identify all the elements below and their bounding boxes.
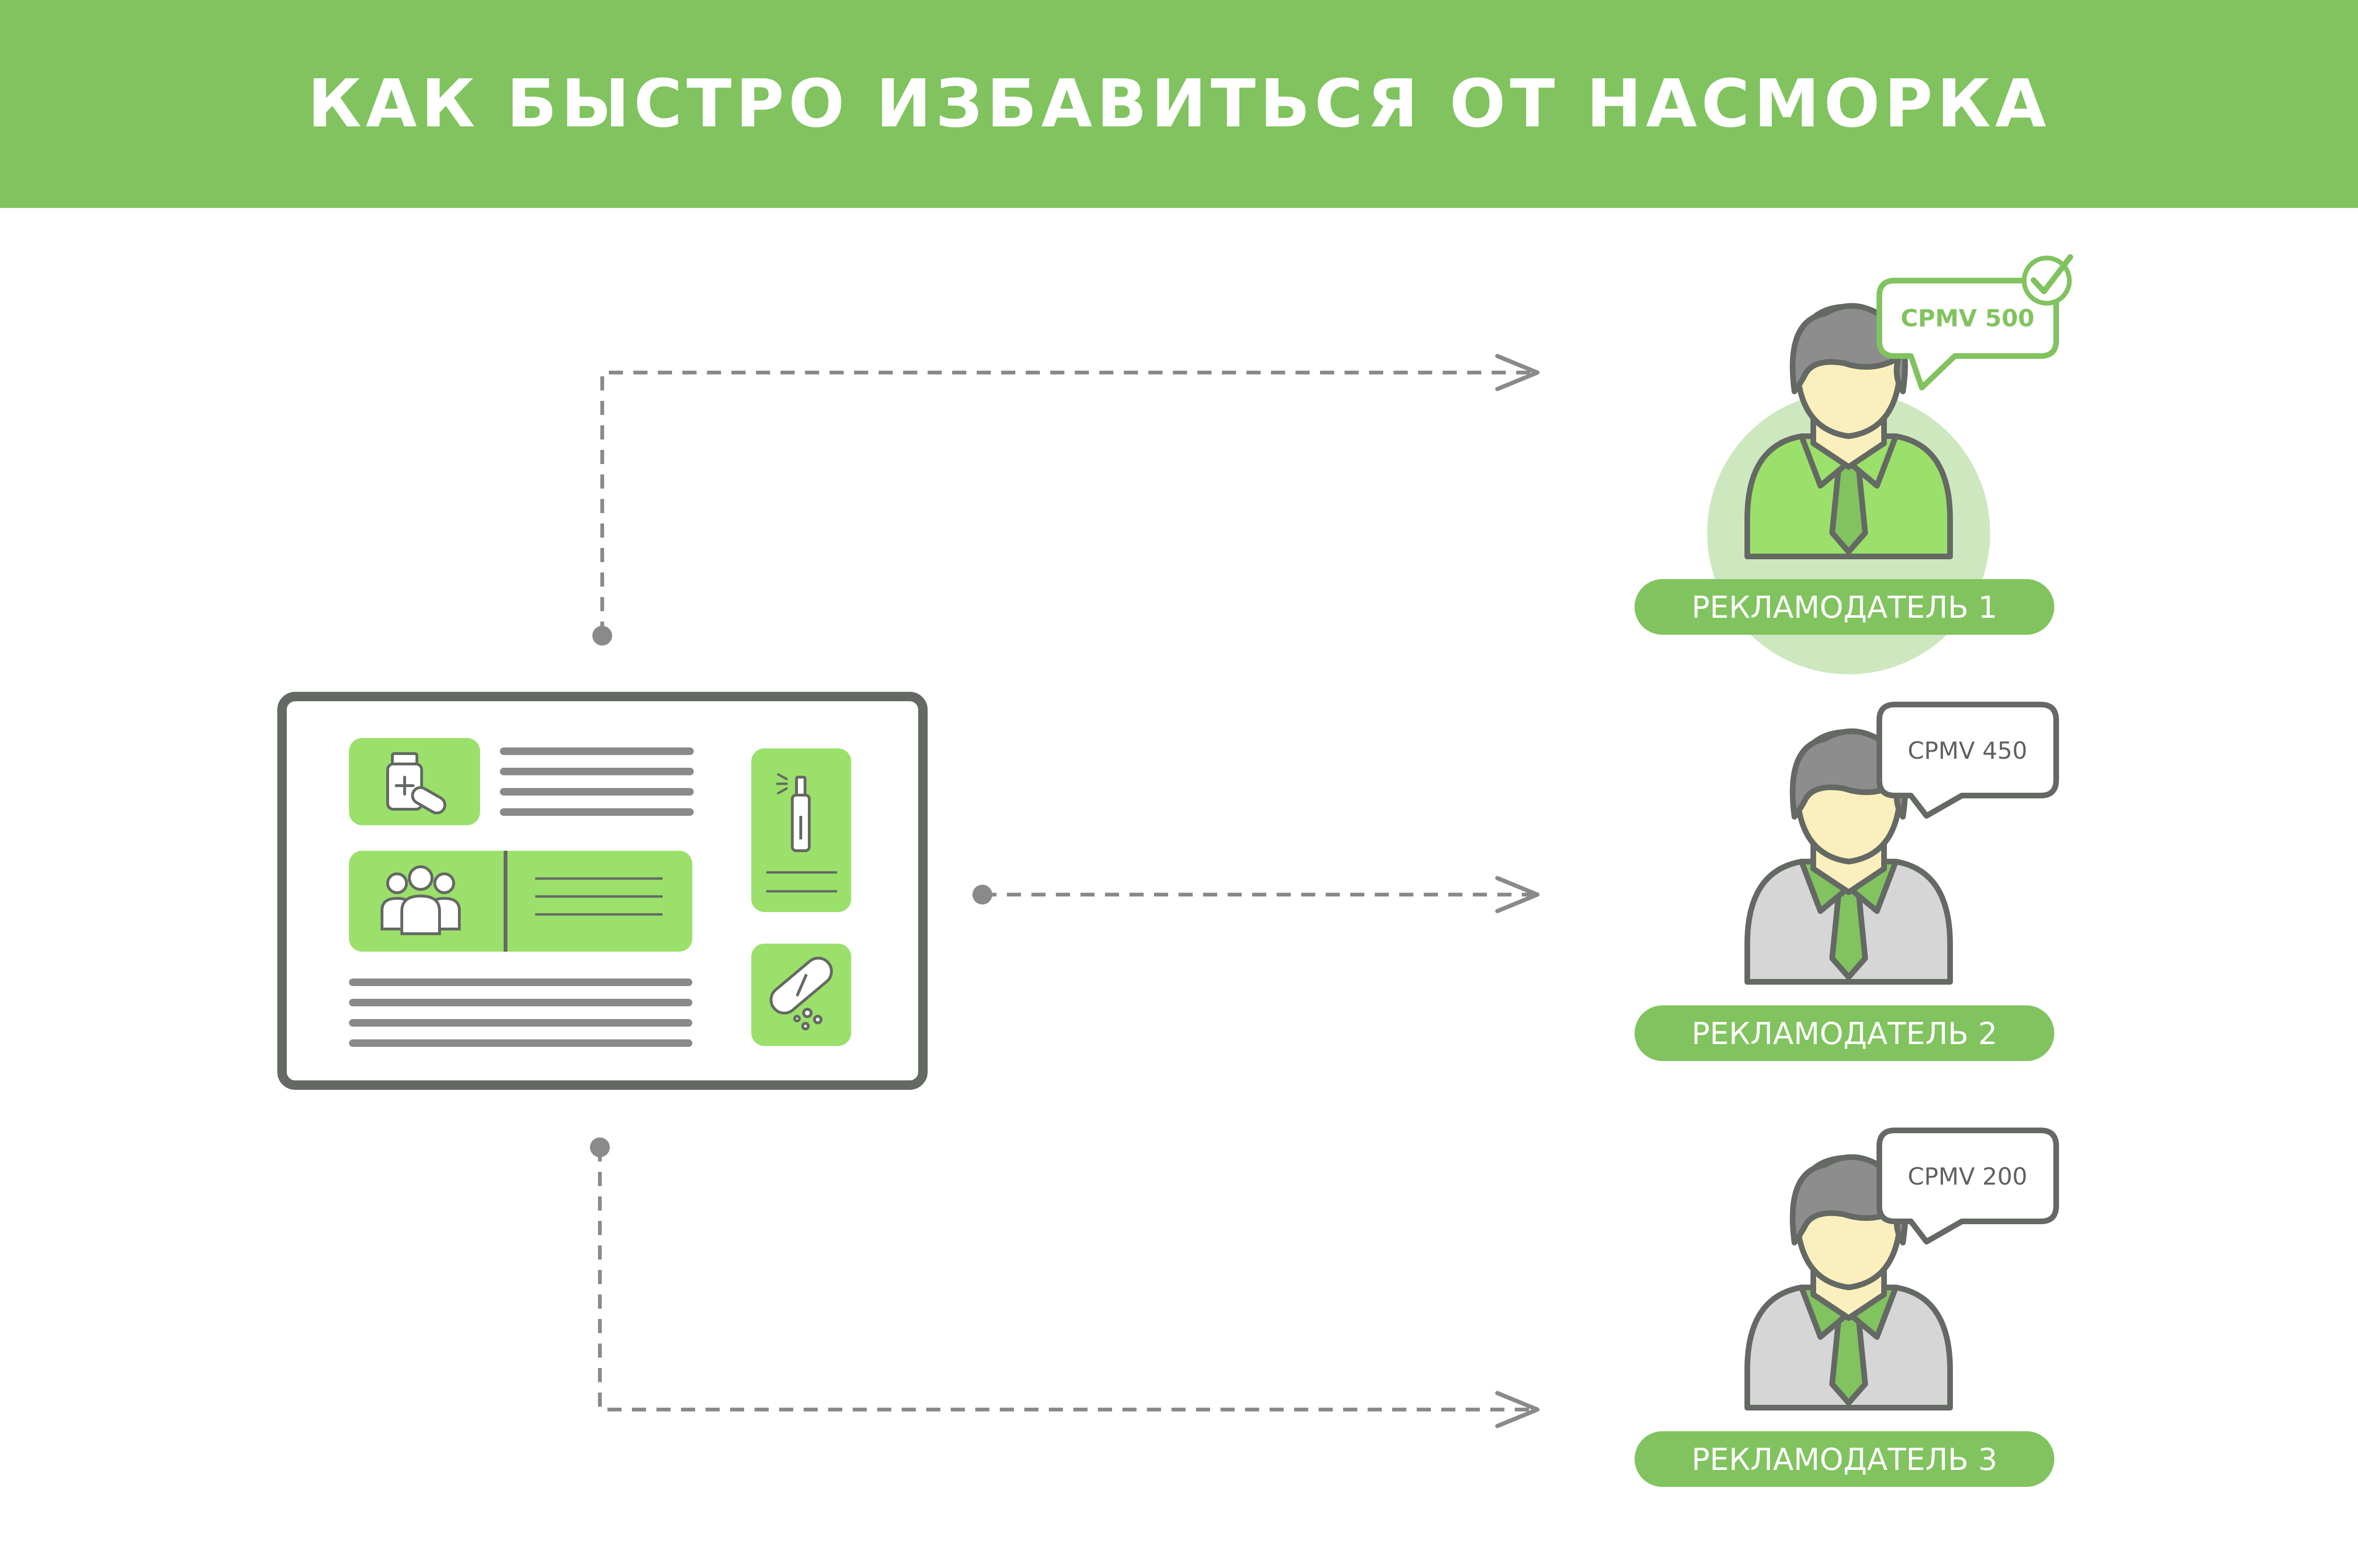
- text-lines-placeholder: [766, 871, 837, 893]
- people-group-icon: [381, 865, 461, 935]
- advertiser-label: РЕКЛАМОДАТЕЛЬ 3: [1692, 1443, 1997, 1477]
- capsule-icon: [769, 956, 833, 1030]
- arrowhead-icon: [1495, 876, 1540, 913]
- checkmark-icon: [2022, 254, 2073, 306]
- text-lines-placeholder: [535, 877, 663, 916]
- header-banner: КАК БЫСТРО ИЗБАВИТЬСЯ ОТ НАСМОРКА: [0, 0, 2358, 208]
- nasal-spray-block: [751, 748, 851, 912]
- connector-to-advertiser-2: [972, 876, 1540, 913]
- connector-dot: [590, 1137, 610, 1157]
- page-title: КАК БЫСТРО ИЗБАВИТЬСЯ ОТ НАСМОРКА: [307, 66, 2051, 142]
- bid-bubble: CPMV 450: [1876, 702, 2059, 819]
- advertiser-2: CPMV 450 РЕКЛАМОДАТЕЛЬ 2: [1635, 702, 2059, 1061]
- connector-to-advertiser-3: [590, 1137, 1540, 1428]
- advertiser-1: CPMV 500 РЕКЛАМОДАТЕЛЬ 1: [1635, 254, 2073, 674]
- advertiser-label: РЕКЛАМОДАТЕЛЬ 2: [1692, 1017, 1997, 1052]
- advertiser-label-pill: РЕКЛАМОДАТЕЛЬ 2: [1635, 1005, 2054, 1061]
- capsule-block: [751, 944, 851, 1046]
- medicine-bottle-icon: [386, 752, 447, 814]
- text-lines-placeholder: [349, 979, 692, 1047]
- medicine-bottle-block: [349, 738, 480, 825]
- bid-value: CPMV 500: [1901, 305, 2034, 332]
- arrowhead-icon: [1495, 354, 1540, 391]
- advertiser-label-pill: РЕКЛАМОДАТЕЛЬ 3: [1635, 1431, 2054, 1487]
- text-lines-placeholder: [500, 747, 694, 816]
- people-group-block: [349, 851, 692, 952]
- advertiser-3: CPMV 200 РЕКЛАМОДАТЕЛЬ 3: [1635, 1128, 2059, 1487]
- arrowhead-icon: [1495, 1391, 1540, 1428]
- connector-dot: [592, 626, 612, 646]
- advertiser-label-pill: РЕКЛАМОДАТЕЛЬ 1: [1635, 579, 2054, 635]
- web-page-mockup: [277, 692, 928, 1090]
- bid-value: CPMV 200: [1908, 1163, 2027, 1190]
- person-avatar-icon: [1744, 1154, 1953, 1410]
- advertiser-label: РЕКЛАМОДАТЕЛЬ 1: [1692, 590, 1997, 625]
- connector-to-advertiser-1: [592, 354, 1540, 646]
- nasal-spray-icon: [776, 773, 811, 852]
- bid-value: CPMV 450: [1908, 737, 2027, 764]
- connector-dot: [972, 885, 992, 904]
- bid-bubble: CPMV 200: [1876, 1128, 2059, 1244]
